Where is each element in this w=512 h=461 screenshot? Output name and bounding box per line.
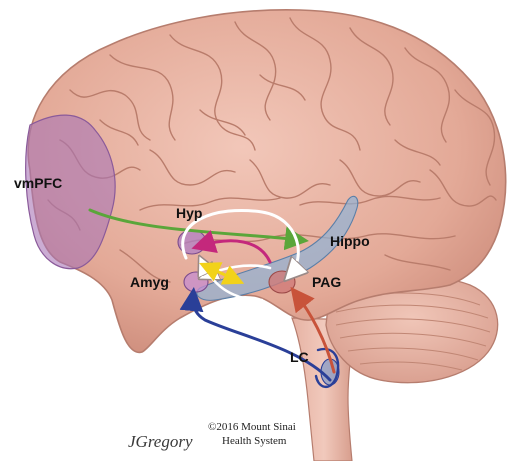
label-amyg: Amyg [130,274,169,290]
label-pag: PAG [312,274,341,290]
copyright-line-1: ©2016 Mount Sinai [208,421,296,433]
copyright-line-2: Health System [222,435,287,447]
label-vmpfc: vmPFC [14,175,62,191]
label-hyp: Hyp [176,205,202,221]
artist-signature: JGregory [128,432,193,451]
label-lc: LC [290,349,309,365]
label-hippo: Hippo [330,233,370,249]
